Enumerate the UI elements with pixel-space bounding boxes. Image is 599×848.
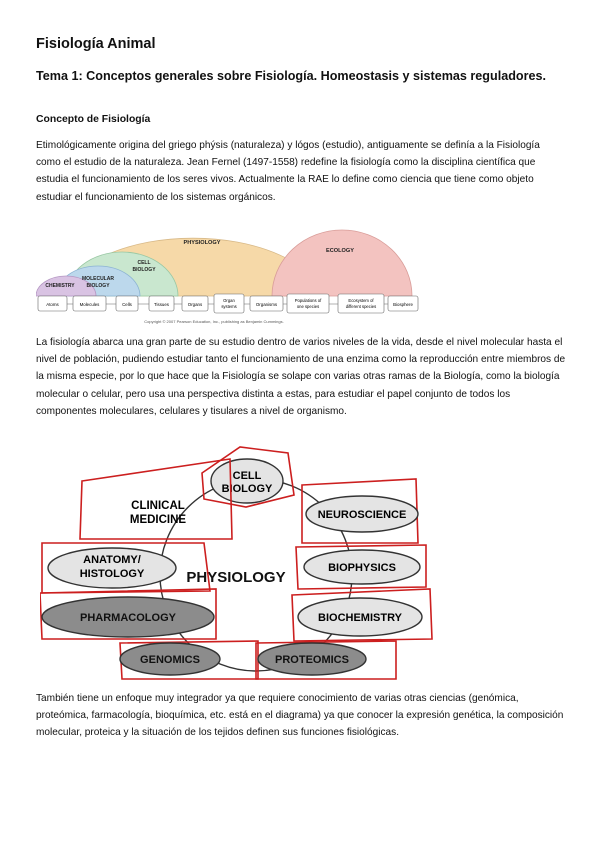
svg-text:HISTOLOGY: HISTOLOGY — [80, 568, 145, 580]
paragraph-etymology: Etimológicamente origina del griego phýs… — [36, 140, 540, 203]
discipline-genomics: GENOMICS — [119, 640, 259, 680]
level-organisms: Organisms — [249, 295, 284, 312]
svg-text:Cells: Cells — [122, 302, 133, 307]
ecology-arc-label: ECOLOGY — [326, 248, 354, 254]
discipline-cell-biology: CELL BIOLOGY — [201, 446, 295, 508]
figure1-credit: Copyright © 2007 Pearson Education, Inc.… — [144, 319, 283, 324]
level-atoms: Atoms — [37, 295, 68, 312]
physiology-center-label: PHYSIOLOGY — [186, 569, 285, 586]
svg-text:Organ: Organ — [223, 298, 235, 303]
discipline-anatomy-histology: ANATOMY/ HISTOLOGY — [41, 542, 211, 594]
svg-text:Biosphere: Biosphere — [393, 302, 413, 307]
svg-text:Molecules: Molecules — [80, 302, 101, 307]
chemistry-arc-label: CHEMISTRY — [45, 283, 75, 289]
ecology-arc — [271, 229, 413, 297]
physiology-arc-label: PHYSIOLOGY — [184, 240, 221, 246]
section-title: Tema 1: Conceptos generales sobre Fisiol… — [36, 69, 546, 83]
level-cells: Cells — [115, 295, 139, 312]
cell-biology-arc-label-2: BIOLOGY — [132, 267, 156, 273]
paragraph-integration: También tiene un enfoque muy integrador … — [36, 693, 564, 739]
svg-text:Organisms: Organisms — [256, 302, 278, 307]
svg-text:GENOMICS: GENOMICS — [140, 654, 200, 666]
svg-text:Organs: Organs — [188, 302, 203, 307]
svg-text:Tissues: Tissues — [154, 302, 170, 307]
level-organs: Organs — [181, 295, 209, 312]
discipline-proteomics: PROTEOMICS — [255, 640, 397, 680]
svg-text:PHARMACOLOGY: PHARMACOLOGY — [80, 612, 177, 624]
discipline-clinical-medicine: CLINICAL MEDICINE — [79, 458, 233, 540]
paragraph-scope: La fisiología abarca una gran parte de s… — [36, 337, 566, 417]
discipline-biophysics: BIOPHYSICS — [295, 544, 427, 590]
svg-text:Populations of: Populations of — [295, 298, 322, 303]
level-molecules: Molecules — [72, 295, 107, 312]
physiology-disciplines-diagram: PHYSIOLOGY CELL BIOLOGY CLINICAL MEDICIN… — [40, 446, 433, 680]
document-title: Fisiología Animal — [36, 36, 156, 52]
svg-text:one species: one species — [297, 304, 319, 309]
cell-biology-arc-label-1: CELL — [137, 260, 150, 266]
level-tissues: Tissues — [148, 295, 175, 312]
chemistry-arc — [36, 275, 97, 297]
svg-text:Atoms: Atoms — [46, 302, 59, 307]
subsection-title: Concepto de Fisiología — [36, 114, 151, 125]
svg-text:MEDICINE: MEDICINE — [130, 514, 187, 526]
svg-text:PROTEOMICS: PROTEOMICS — [275, 654, 349, 666]
molecular-biology-arc-label-2: BIOLOGY — [86, 283, 110, 289]
svg-text:Ecosystem of: Ecosystem of — [348, 298, 374, 303]
svg-text:BIOLOGY: BIOLOGY — [222, 483, 273, 495]
svg-text:different species: different species — [346, 304, 376, 309]
level-biosphere: Biosphere — [387, 295, 419, 312]
levels-of-organization-diagram: PHYSIOLOGY ECOLOGY CELL BIOLOGY MOLECULA… — [36, 229, 419, 324]
svg-text:systems: systems — [221, 304, 236, 309]
svg-text:ANATOMY/: ANATOMY/ — [83, 554, 141, 566]
svg-text:NEUROSCIENCE: NEUROSCIENCE — [318, 509, 407, 521]
discipline-pharmacology: PHARMACOLOGY — [40, 588, 217, 640]
svg-text:CELL: CELL — [233, 470, 262, 482]
molecular-biology-arc-label-1: MOLECULAR — [82, 276, 114, 282]
discipline-neuroscience: NEUROSCIENCE — [301, 478, 419, 544]
discipline-biochemistry: BIOCHEMISTRY — [291, 588, 433, 642]
svg-text:BIOPHYSICS: BIOPHYSICS — [328, 562, 396, 574]
svg-text:BIOCHEMISTRY: BIOCHEMISTRY — [318, 612, 403, 624]
svg-text:CLINICAL: CLINICAL — [131, 500, 185, 512]
